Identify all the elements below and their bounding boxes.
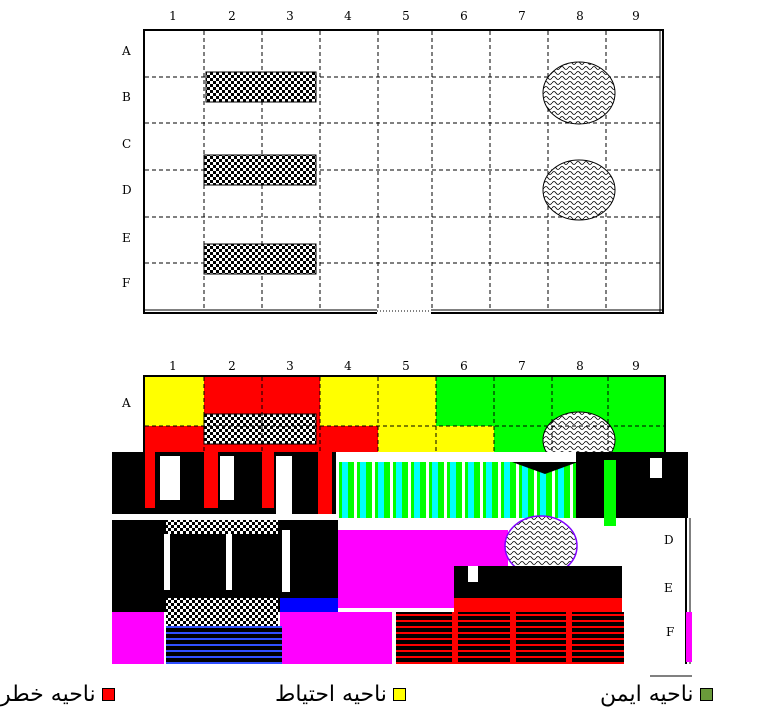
glitch-right-panel bbox=[624, 518, 686, 664]
bottom-row-label-a: A bbox=[121, 396, 131, 410]
legend-safe-label: ناحیه ایمن bbox=[600, 682, 694, 707]
glitch-left-red-2 bbox=[204, 452, 218, 508]
top-col-label-5: 5 bbox=[402, 9, 410, 23]
top-col-label-9: 9 bbox=[632, 9, 640, 23]
bottom-row-label-f: F bbox=[666, 625, 674, 639]
glitch-lower-white-2 bbox=[226, 534, 232, 590]
bottom-col-label-8: 8 bbox=[576, 359, 584, 373]
glitch-right-lower-red bbox=[454, 598, 622, 612]
top-obstacle-ellipse-b8 bbox=[543, 62, 615, 124]
top-row-label-f: F bbox=[122, 276, 130, 290]
bottom-col-label-2: 2 bbox=[228, 359, 236, 373]
glitch-left-red-1 bbox=[145, 452, 155, 508]
glitch-lower-white-3 bbox=[282, 530, 290, 592]
bottom-column-labels: 1 2 3 4 5 6 7 8 9 bbox=[169, 359, 640, 373]
bottom-cell-a1 bbox=[145, 377, 204, 426]
glitch-left-white-2 bbox=[220, 456, 234, 500]
glitch-stripe-white bbox=[336, 452, 576, 462]
top-obstacle-d-2-3 bbox=[204, 155, 316, 185]
bottom-col-label-9: 9 bbox=[632, 359, 640, 373]
top-row-label-e: E bbox=[122, 231, 131, 245]
top-row-label-d: D bbox=[122, 183, 132, 197]
bottom-col-label-4: 4 bbox=[344, 359, 352, 373]
bottom-obstacle-b-2-3 bbox=[204, 414, 316, 444]
legend-danger-label: ناحیه خطر bbox=[0, 682, 96, 707]
legend-safe: ناحیه ایمن bbox=[600, 678, 713, 710]
bottom-col-label-3: 3 bbox=[286, 359, 294, 373]
top-row-label-c: C bbox=[122, 137, 131, 151]
glitch-right-lower-black bbox=[454, 566, 622, 600]
glitch-lower-checker-2 bbox=[166, 598, 278, 626]
glitch-left-white-3 bbox=[276, 456, 292, 516]
glitch-lower-white-1 bbox=[164, 534, 170, 590]
glitch-magenta-left bbox=[112, 612, 164, 664]
glitch-right-white bbox=[650, 458, 662, 478]
bottom-row-label-e: E bbox=[664, 581, 673, 595]
bottom-col-label-5: 5 bbox=[402, 359, 410, 373]
top-row-labels: A B C D E F bbox=[121, 44, 132, 290]
top-obstacle-b-2-3 bbox=[206, 72, 316, 102]
glitch-left-red-3 bbox=[262, 452, 274, 508]
top-column-labels: 1 2 3 4 5 6 7 8 9 bbox=[169, 9, 640, 23]
glitch-right-black bbox=[576, 452, 688, 518]
glitch-right-magenta-sliver bbox=[686, 612, 692, 662]
glitch-floor-blue bbox=[166, 626, 282, 664]
top-grid-opening bbox=[377, 309, 431, 315]
legend-caution-label: ناحیه احتیاط bbox=[275, 682, 387, 707]
glitch-right-green bbox=[604, 460, 616, 526]
bottom-col-label-6: 6 bbox=[460, 359, 468, 373]
legend-caution-swatch bbox=[393, 688, 406, 701]
legend-caution: ناحیه احتیاط bbox=[275, 678, 406, 710]
bottom-cell-a7 bbox=[494, 377, 552, 426]
glitch-floor-red-post-2 bbox=[510, 612, 516, 664]
top-obstacle-ellipse-d8 bbox=[543, 160, 615, 220]
bottom-cell-a6 bbox=[436, 377, 494, 426]
glitch-magenta-bottom bbox=[280, 612, 392, 664]
bottom-col-label-7: 7 bbox=[518, 359, 526, 373]
top-row-label-a: A bbox=[121, 44, 131, 58]
top-col-label-3: 3 bbox=[286, 9, 294, 23]
glitch-left-white-1 bbox=[160, 456, 180, 500]
bottom-col-label-1: 1 bbox=[169, 359, 177, 373]
top-col-label-2: 2 bbox=[228, 9, 236, 23]
bottom-grid: 1 2 3 4 5 6 7 8 9 A bbox=[121, 359, 665, 468]
top-obstacle-f-2-3 bbox=[204, 244, 316, 274]
top-grid: 1 2 3 4 5 6 7 8 9 A B C D E F bbox=[121, 9, 663, 315]
glitch-floor-red-post-1 bbox=[452, 612, 458, 664]
top-col-label-1: 1 bbox=[169, 9, 177, 23]
glitch-lower-blue bbox=[280, 598, 338, 614]
top-col-label-8: 8 bbox=[576, 9, 584, 23]
bottom-row-label-d: D bbox=[664, 533, 674, 547]
glitch-left-red-4 bbox=[318, 452, 332, 518]
glitch-lower-checker-1 bbox=[166, 520, 278, 534]
top-col-label-6: 6 bbox=[460, 9, 468, 23]
bottom-cell-a9 bbox=[608, 377, 664, 426]
bottom-cell-a4 bbox=[320, 377, 378, 426]
legend-danger-swatch bbox=[102, 688, 115, 701]
top-row-label-b: B bbox=[122, 90, 131, 104]
glitch-right-lower-white bbox=[468, 566, 478, 582]
glitched-render-region: D E F bbox=[100, 452, 692, 676]
legend-danger: ناحیه خطر bbox=[0, 678, 115, 710]
glitch-floor-red-post-3 bbox=[566, 612, 572, 664]
legend-safe-swatch bbox=[700, 688, 713, 701]
bottom-cell-a5 bbox=[378, 377, 436, 426]
top-col-label-4: 4 bbox=[344, 9, 352, 23]
top-col-label-7: 7 bbox=[518, 9, 526, 23]
